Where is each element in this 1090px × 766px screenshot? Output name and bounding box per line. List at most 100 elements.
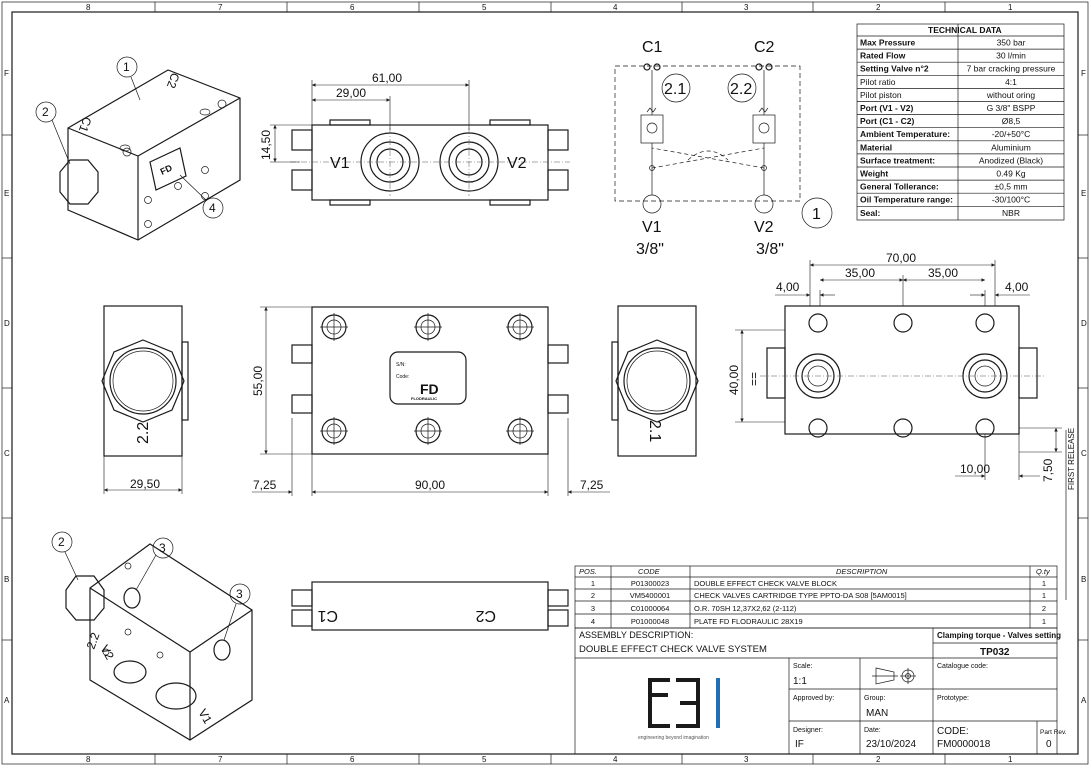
tech-row-value: Aluminium [991, 142, 1031, 152]
dim-40: 40,00 [727, 365, 741, 395]
right-view-label: 2.1 [646, 420, 663, 442]
balloon-label: 3 [236, 587, 243, 601]
zone-row-label: E [1081, 189, 1086, 198]
dim-35-right: 35,00 [928, 266, 958, 280]
tech-row-value: -30/100°C [992, 195, 1030, 205]
zone-col-label: 7 [218, 755, 223, 764]
zone-row-label: F [4, 69, 9, 78]
zone-row-label: C [4, 449, 10, 458]
date-label: Date: [864, 727, 881, 734]
tech-row-label: Material [860, 142, 892, 152]
catalogue-label: Catalogue code: [937, 663, 988, 670]
zone-col-label: 3 [744, 755, 749, 764]
zone-row-label: E [4, 189, 9, 198]
zone-col-label: 3 [744, 3, 749, 12]
designer-value: IF [795, 739, 804, 750]
bom-header-pos: POS. [579, 567, 597, 576]
dim-70: 70,00 [886, 251, 916, 265]
tech-row-label: Ambient Temperature: [860, 129, 950, 139]
drawing-number: TP032 [980, 647, 1010, 658]
bom-cell-qty: 1 [1042, 579, 1046, 588]
mounting-holes [320, 313, 534, 445]
tech-row-value: NBR [1002, 208, 1020, 218]
assembly-label: ASSEMBLY DESCRIPTION: [579, 630, 693, 640]
group-label: Group: [864, 695, 885, 702]
dim-29-50: 29,50 [130, 477, 160, 491]
zone-col-label: 6 [350, 3, 355, 12]
bom-cell-pos: 1 [591, 579, 595, 588]
zone-col-label: 2 [876, 755, 881, 764]
tech-row-value: G 3/8" BSPP [987, 103, 1036, 113]
top-v2-label: V2 [507, 155, 527, 172]
prototype-label: Prototype: [937, 695, 969, 702]
tech-data-title: TECHNICAL DATA [928, 25, 1002, 35]
code-value: FM0000018 [937, 739, 991, 750]
left-view: 2.2 29,50 [101, 305, 189, 494]
tech-row-label: Seal: [860, 208, 880, 218]
zone-col-label: 6 [350, 755, 355, 764]
dim-4-left: 4,00 [776, 280, 800, 294]
tech-row-value: 350 bar [997, 38, 1026, 48]
iso-view-bottom: 2.2 V2 V1 2 3 3 [51, 531, 253, 741]
bom-cell-code: VM5400001 [630, 591, 670, 600]
zone-row-label: C [1081, 449, 1087, 458]
balloon-label: 3 [159, 541, 166, 555]
dim-7-50: 7,50 [1041, 458, 1055, 482]
bom-cell-qty: 1 [1042, 591, 1046, 600]
tech-row-value: Ø8,5 [1002, 116, 1021, 126]
assembly-value: DOUBLE EFFECT CHECK VALVE SYSTEM [579, 644, 767, 655]
dim-61: 61,00 [372, 71, 402, 85]
iso-bottom-v1: V1 [195, 707, 215, 727]
bottom-c2: C2 [475, 607, 496, 624]
balloon-label: 4 [209, 201, 216, 215]
zone-col-label: 8 [86, 755, 91, 764]
date-value: 23/10/2024 [866, 739, 916, 750]
zone-col-label: 1 [1008, 755, 1013, 764]
zone-col-label: 8 [86, 3, 91, 12]
tech-row-value: without oring [986, 90, 1035, 100]
tech-row-value: 7 bar cracking pressure [967, 64, 1056, 74]
title-block: ASSEMBLY DESCRIPTION: DOUBLE EFFECT CHEC… [574, 627, 1067, 755]
revision-note: FIRST RELEASE [1067, 428, 1076, 490]
plate-logo: FD [420, 381, 439, 397]
zone-row-label: D [1081, 319, 1087, 328]
balloon-label: 1 [123, 60, 130, 74]
tech-row-label: Pilot piston [860, 90, 902, 100]
dim-4-right: 4,00 [1005, 280, 1029, 294]
dim-35-left: 35,00 [845, 266, 875, 280]
dim-10: 10,00 [960, 462, 990, 476]
plate-brand: FLODRAULIC [411, 396, 437, 401]
zone-col-label: 4 [613, 3, 618, 12]
tech-row-label: Max Pressure [860, 38, 916, 48]
tech-row-value: -20/+50°C [992, 129, 1031, 139]
schem-c1: C1 [642, 39, 663, 56]
zone-row-label: A [4, 696, 10, 705]
zone-row-label: A [1081, 696, 1087, 705]
dim-7-25-left: 7,25 [253, 478, 277, 492]
designer-label: Designer: [793, 727, 823, 734]
bom-cell-desc: CHECK VALVES CARTRIDGE TYPE PPTO-DA S08 … [694, 591, 907, 600]
iso-view-top: FD C2 C1 1 2 4 [35, 56, 241, 241]
schem-v1: V1 [642, 219, 662, 236]
bom-header-qty: Q.ty [1036, 567, 1051, 576]
zone-col-label: 5 [482, 3, 487, 12]
bom-header-code: CODE [638, 567, 661, 576]
bom-cell-code: P01000048 [631, 617, 669, 626]
iso-bottom-v2: V2 [97, 643, 117, 663]
bom-header-desc: DESCRIPTION [836, 567, 888, 576]
tech-row-label: Setting Valve n°2 [860, 64, 929, 74]
dim-7-25-right: 7,25 [580, 478, 604, 492]
tech-row-label: Weight [860, 169, 888, 179]
tech-row-value: 0.49 Kg [996, 169, 1026, 179]
rev-value: 0 [1046, 739, 1052, 750]
tech-row-label: Oil Temperature range: [860, 195, 953, 205]
schem-valve-2-1: 2.1 [664, 81, 686, 98]
tech-row-label: Port (C1 - C2) [860, 116, 914, 126]
schem-c2: C2 [754, 39, 775, 56]
balloon-2-iso [35, 101, 57, 123]
dim-29: 29,00 [336, 86, 366, 100]
iso-plate-logo: FD [159, 162, 175, 176]
bom-cell-qty: 2 [1042, 604, 1046, 613]
bom-cell-desc: DOUBLE EFFECT CHECK VALVE BLOCK [694, 579, 837, 588]
